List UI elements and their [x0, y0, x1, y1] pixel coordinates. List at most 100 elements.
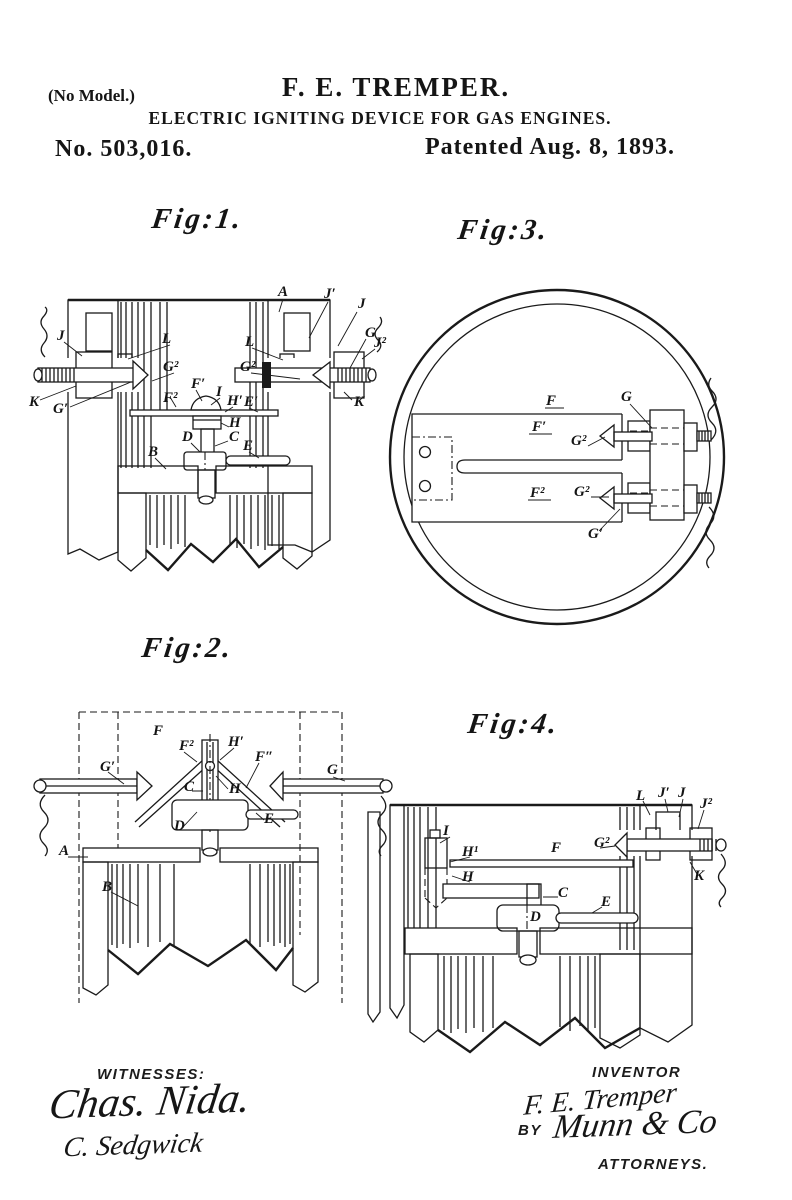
fig3-cylinder-head-circle — [388, 288, 726, 626]
fig2-center-stem — [171, 734, 299, 857]
fig1-left-wire-squiggle — [40, 306, 48, 358]
part-label-K: K — [693, 868, 705, 884]
part-label-A: A — [277, 284, 288, 300]
part-label-G′: G′ — [588, 526, 603, 542]
attorneys-label: ATTORNEYS. — [598, 1156, 709, 1173]
part-label-B: B — [101, 879, 112, 895]
part-label-F²: F² — [162, 390, 178, 406]
fig4-contact-stack — [424, 829, 448, 909]
part-label-H: H — [228, 415, 242, 431]
fig1-right-wire-squiggle — [374, 316, 383, 353]
part-label-A: A — [58, 843, 69, 859]
fig2-leader-lines — [107, 747, 346, 907]
part-label-F: F — [545, 393, 556, 409]
fig3-upper-wire-squiggle — [707, 377, 717, 441]
part-label-E: E — [242, 438, 253, 454]
part-label-H: H — [228, 781, 242, 797]
witnesses-label: WITNESSES: — [97, 1066, 206, 1083]
part-label-J: J — [357, 296, 366, 312]
part-label-H¹: H¹ — [461, 844, 478, 860]
fig2-spring-arms — [134, 759, 286, 828]
figure-3-caption: Fig:3. — [455, 214, 552, 246]
part-label-H′: H′ — [227, 734, 244, 750]
fig4-igniter-assembly — [442, 859, 639, 966]
patent-date: Patented Aug. 8, 1893. — [425, 134, 675, 160]
part-label-J²: J² — [373, 335, 387, 351]
part-label-C: C — [229, 429, 240, 445]
part-label-E: E — [600, 894, 611, 910]
part-label-G: G — [327, 762, 338, 778]
part-label-G²: G² — [574, 484, 590, 500]
part-label-L: L — [244, 334, 254, 350]
part-label-G²: G² — [571, 433, 587, 449]
part-label-D: D — [173, 818, 185, 834]
part-label-K: K — [28, 394, 40, 410]
fig2-left-electrode-bolt — [33, 770, 153, 857]
applicant-name: F. E. TREMPER. — [281, 72, 511, 102]
part-label-I: I — [215, 384, 223, 400]
document-title: ELECTRIC IGNITING DEVICE FOR GAS ENGINES… — [148, 108, 612, 128]
fig2-left-wire-squiggle — [39, 794, 49, 857]
part-label-G′: G′ — [100, 759, 115, 775]
no-model-note: (No Model.) — [48, 86, 135, 105]
part-label-F: F — [152, 723, 163, 739]
part-label-G²: G² — [594, 835, 610, 851]
part-label-K: K — [353, 394, 365, 410]
part-label-F″: F″ — [254, 749, 273, 765]
fig4-wire-squiggle — [717, 853, 727, 908]
fig3-leader-lines — [528, 403, 653, 532]
part-label-D: D — [529, 909, 541, 925]
part-label-E: E — [263, 811, 274, 827]
part-label-J′: J′ — [323, 286, 336, 302]
figure-1-caption: Fig:1. — [149, 203, 246, 235]
fig4-cylinder-base — [404, 927, 693, 1054]
figure-4-caption: Fig:4. — [465, 708, 562, 740]
inventor-label: INVENTOR — [592, 1064, 682, 1081]
attorneys-signature: Munn & Co — [551, 1103, 720, 1146]
part-label-C: C — [184, 779, 195, 795]
part-label-F′: F′ — [531, 419, 546, 435]
fig4-electrode-bolt — [612, 827, 727, 908]
part-label-J: J — [677, 785, 686, 801]
part-label-G²: G² — [163, 359, 179, 375]
fig3-spring-plate — [411, 413, 623, 523]
part-label-G²: G² — [240, 359, 256, 375]
part-label-J: J — [56, 328, 65, 344]
fig1-leader-lines — [39, 298, 376, 470]
witness-signature-2: C. Sedgwick — [61, 1127, 206, 1164]
part-label-L: L — [635, 788, 645, 804]
part-label-G: G — [621, 389, 632, 405]
fig3-lower-wire-squiggle — [705, 506, 715, 569]
part-label-J′: J′ — [657, 785, 670, 801]
fig2-cylinder-block — [82, 847, 319, 996]
part-label-D: D — [181, 429, 193, 445]
part-label-J²: J² — [699, 796, 713, 812]
part-label-F′: F′ — [190, 376, 205, 392]
witness-signature-1: Chas. Nida. — [46, 1075, 254, 1129]
part-label-F²: F² — [178, 738, 194, 754]
fig3-terminal-bracket — [627, 409, 698, 521]
part-label-B: B — [147, 444, 158, 460]
fig3-upper-electrode — [598, 377, 717, 449]
part-label-C: C — [558, 885, 569, 901]
fig1-right-electrode-bolt — [234, 316, 383, 399]
patent-number: No. 503,016. — [55, 136, 193, 162]
part-label-L: L — [161, 331, 171, 347]
part-label-F: F — [550, 840, 561, 856]
part-label-G′: G′ — [53, 401, 68, 417]
fig4-leader-lines — [439, 798, 705, 914]
part-label-E′: E′ — [243, 394, 258, 410]
fig2-right-electrode-bolt — [269, 770, 393, 857]
by-label: BY — [518, 1122, 542, 1139]
part-label-H′: H′ — [226, 393, 243, 409]
fig1-vessel-walls — [67, 298, 331, 561]
figure-2-drawing: F F² H′ F″ G′ G C H D E A B — [33, 711, 393, 1003]
fig1-cylinder-base — [117, 465, 313, 572]
fig3-lower-electrode — [598, 485, 715, 569]
part-label-G: G — [365, 325, 376, 341]
figure-2-caption: Fig:2. — [139, 632, 236, 664]
